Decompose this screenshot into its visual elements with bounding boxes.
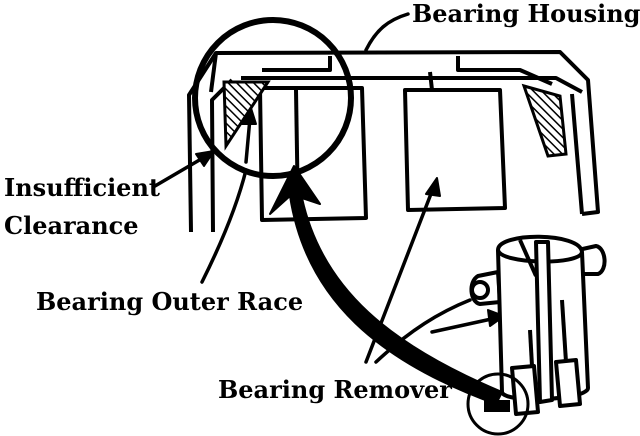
label-bearing-outer-race: Bearing Outer Race xyxy=(36,287,303,316)
curved-arrow xyxy=(269,165,503,405)
label-insufficient: Insufficient xyxy=(4,173,160,202)
tool-detail-circle xyxy=(466,372,530,436)
label-bearing-housing: Bearing Housing xyxy=(412,0,640,28)
bearing-section-right xyxy=(521,83,568,158)
label-bearing-remover: Bearing Remover xyxy=(218,375,452,404)
detail-circle xyxy=(192,17,354,179)
tool-tip xyxy=(484,400,510,412)
bearing-remover-tool xyxy=(469,234,607,416)
arrow-heads xyxy=(195,107,505,327)
label-clearance: Clearance xyxy=(4,211,139,240)
bearing-housing xyxy=(187,50,600,233)
